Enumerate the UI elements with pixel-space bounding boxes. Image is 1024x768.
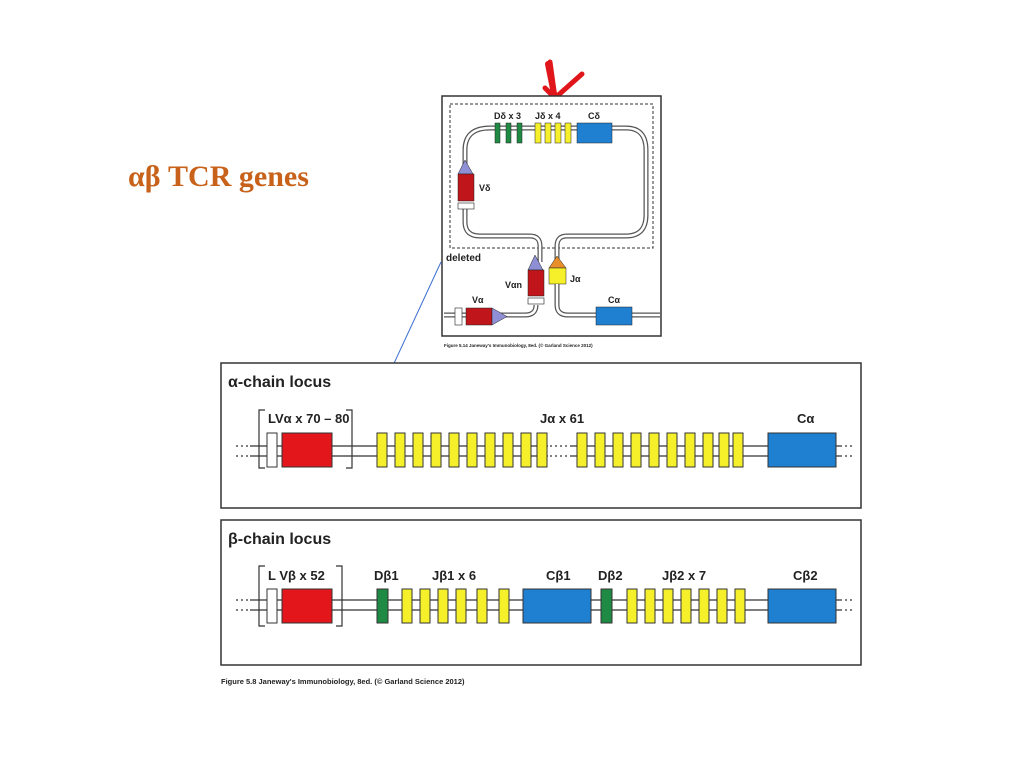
beta-j2-label: Jβ2 x 7 <box>662 568 706 583</box>
beta-c2-segment <box>767 588 837 624</box>
beta-d2-label: Dβ2 <box>598 568 623 583</box>
v-delta-segment <box>457 173 475 202</box>
beta-j1-label: Jβ1 x 6 <box>432 568 476 583</box>
label-j-alpha: Jα <box>570 274 581 284</box>
beta-d1-segment <box>376 588 389 624</box>
beta-d2-segment <box>600 588 613 624</box>
beta-c1-segment <box>522 588 592 624</box>
slide-title: αβ TCR genes <box>128 160 309 193</box>
label-c-alpha: Cα <box>608 295 620 305</box>
d-delta-segment <box>494 122 501 144</box>
inset-frame <box>441 95 662 337</box>
alpha-chain-panel: α-chain locus <box>220 362 862 509</box>
j-delta-segment <box>554 122 562 144</box>
red-arrow-icon <box>542 59 585 106</box>
alpha-panel-title: α-chain locus <box>228 374 331 391</box>
c-alpha-segment <box>595 306 633 326</box>
label-j-delta: Jδ x 4 <box>535 111 560 121</box>
beta-v-segment <box>281 588 333 624</box>
c-delta-segment <box>576 122 613 144</box>
alpha-v-segment <box>281 432 333 468</box>
j-alpha-segment <box>548 267 567 285</box>
j-delta-segment <box>564 122 572 144</box>
inset-figure: Dδ x 3 Jδ x 4 Cδ Vδ deleted Vαn Jα Vα Cα… <box>357 95 662 442</box>
label-v-alpha-n: Vαn <box>505 280 522 290</box>
v-alpha-n-segment <box>527 269 545 297</box>
v-alpha-segment <box>465 307 493 326</box>
d-delta-segment <box>505 122 512 144</box>
beta-lv-label: L Vβ x 52 <box>268 568 325 583</box>
beta-d1-label: Dβ1 <box>374 568 399 583</box>
j-delta-segment <box>544 122 552 144</box>
alpha-j-label: Jα x 61 <box>540 411 584 426</box>
deleted-region-box <box>449 103 654 249</box>
alpha-lv-label: LVα x 70 – 80 <box>268 411 349 426</box>
label-d-delta: Dδ x 3 <box>494 111 521 121</box>
j-delta-segment <box>534 122 542 144</box>
d-delta-segment <box>516 122 523 144</box>
alpha-c-label: Cα <box>797 411 814 426</box>
label-deleted: deleted <box>446 253 481 264</box>
label-c-delta: Cδ <box>588 111 600 121</box>
inset-caption: Figure 5.14 Janeway's Immunobiology, 8ed… <box>444 342 593 348</box>
beta-chain-panel: β-chain locus L Vβ x 52 Dβ1 <box>220 519 862 666</box>
label-v-delta: Vδ <box>479 183 491 193</box>
alpha-c-segment <box>767 432 837 468</box>
beta-panel-title: β-chain locus <box>228 531 331 548</box>
label-v-alpha: Vα <box>472 295 484 305</box>
figure-caption: Figure 5.8 Janeway's Immunobiology, 8ed.… <box>221 677 465 686</box>
beta-c1-label: Cβ1 <box>546 568 571 583</box>
beta-c2-label: Cβ2 <box>793 568 818 583</box>
